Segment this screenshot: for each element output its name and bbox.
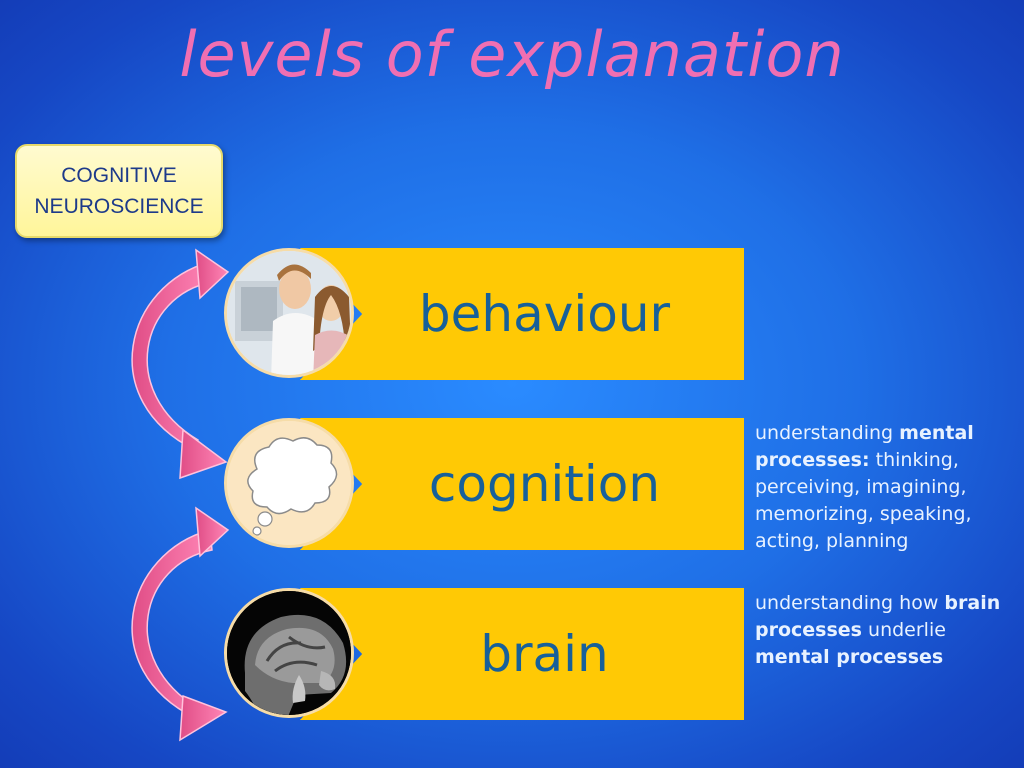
cognitive-neuroscience-label-box: COGNITIVE NEUROSCIENCE (15, 144, 223, 238)
behaviour-band (300, 248, 744, 380)
brain-description-connector: underlie (862, 619, 946, 641)
brain-description-text: understanding how (755, 592, 945, 614)
cognition-label: cognition (428, 455, 661, 513)
brain-description-emphasis-1: brain processes (755, 592, 1001, 641)
cognitive-neuroscience-label: COGNITIVE NEUROSCIENCE (34, 164, 204, 218)
students-at-computer-photo (224, 248, 354, 378)
cognition-description-emphasis: mental processes: (755, 422, 974, 471)
brain-description-emphasis-2: mental processes (755, 646, 944, 668)
arrow-behaviour-cognition (131, 248, 230, 480)
brain-description: understanding how brain processes underl… (755, 590, 1017, 671)
brain-label: brain (480, 625, 609, 683)
arrow-cognition-brain (131, 506, 230, 742)
cognition-description: understanding mental processes: thinking… (755, 420, 1017, 555)
thought-bubble-icon (224, 418, 354, 548)
cognition-band (300, 418, 744, 550)
brain-mri-scan (224, 588, 354, 718)
brain-band (300, 588, 744, 720)
cognition-description-list: thinking, perceiving, imagining, memoriz… (755, 449, 972, 552)
cognition-description-text: understanding (755, 422, 900, 444)
behaviour-label: behaviour (418, 285, 671, 343)
slide-title: levels of explanation (179, 18, 845, 91)
